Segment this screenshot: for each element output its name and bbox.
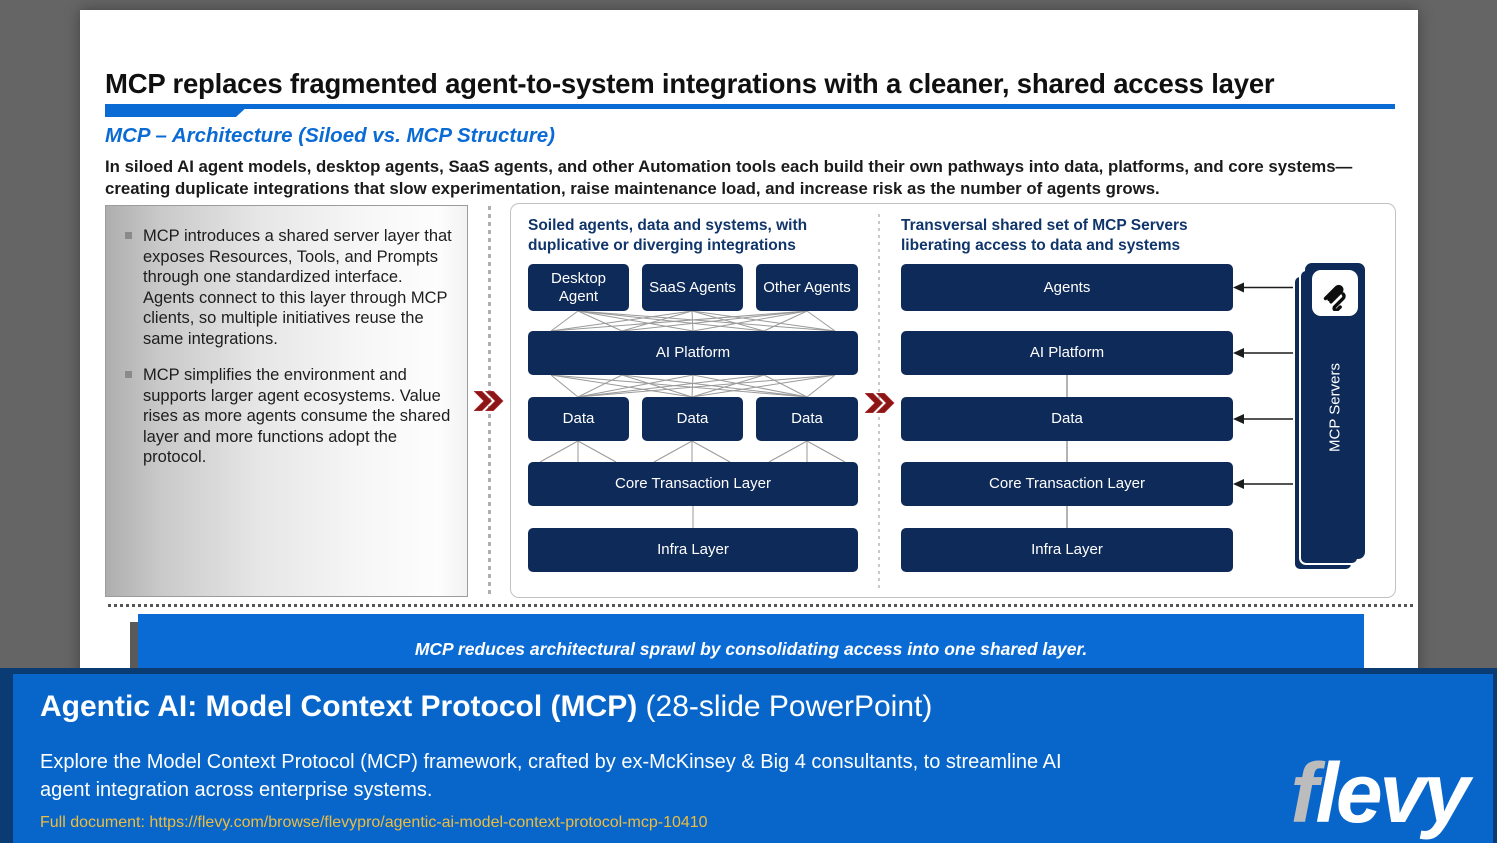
title-underline-thin: [105, 104, 1395, 109]
box-data-mcp: Data: [901, 397, 1233, 441]
box-ai-platform-mcp: AI Platform: [901, 331, 1233, 375]
box-infra-layer-mcp: Infra Layer: [901, 528, 1233, 572]
bullet-text: MCP introduces a shared server layer tha…: [143, 227, 452, 348]
bullet-square-icon: [125, 232, 132, 239]
box-infra-layer-siloed: Infra Layer: [528, 528, 858, 572]
full-document-link[interactable]: https://flevy.com/browse/flevypro/agenti…: [149, 814, 708, 831]
powerpoint-slide: MCP replaces fragmented agent-to-system …: [80, 10, 1418, 843]
box-data-1: Data: [528, 397, 629, 441]
flevy-logo[interactable]: flevy: [1291, 751, 1470, 835]
bullet-item: MCP simplifies the environment and suppo…: [116, 365, 455, 468]
title-underline-thick: [105, 104, 250, 117]
slide-title: MCP replaces fragmented agent-to-system …: [105, 68, 1275, 99]
takeaway-text: MCP reduces architectural sprawl by cons…: [414, 638, 1088, 659]
footer-banner: Agentic AI: Model Context Protocol (MCP)…: [0, 668, 1497, 843]
full-document-label: Full document:: [40, 814, 150, 831]
bullet-square-icon: [125, 371, 132, 378]
box-other-agents: Other Agents: [756, 264, 858, 311]
document-title-main: Agentic AI: Model Context Protocol (MCP): [40, 690, 638, 723]
mcp-logo-icon: [1323, 284, 1346, 311]
architecture-diagram-panel: Soiled agents, data and systems, with du…: [510, 203, 1396, 598]
dotted-horizontal-rule: [108, 604, 1414, 607]
flevy-logo-levy: levy: [1315, 746, 1470, 840]
box-desktop-agent: Desktop Agent: [528, 264, 629, 311]
slide-intro-paragraph: In siloed AI agent models, desktop agent…: [105, 157, 1353, 198]
full-document-line: Full document: https://flevy.com/browse/…: [40, 814, 708, 832]
mcp-servers-label: MCP Servers: [1326, 363, 1344, 452]
flevy-logo-f: f: [1290, 746, 1319, 840]
box-core-transaction-layer-mcp: Core Transaction Layer: [901, 462, 1233, 506]
box-agents: Agents: [901, 264, 1233, 311]
diagram-connectors: [539, 282, 1306, 528]
slide-subtitle: MCP – Architecture (Siloed vs. MCP Struc…: [105, 124, 555, 147]
document-title-suffix: (28-slide PowerPoint): [637, 690, 933, 723]
red-double-chevron-icon: [474, 391, 504, 411]
document-description: Explore the Model Context Protocol (MCP)…: [40, 751, 1062, 801]
box-core-transaction-layer-siloed: Core Transaction Layer: [528, 462, 858, 506]
box-ai-platform-siloed: AI Platform: [528, 331, 858, 375]
box-data-3: Data: [756, 397, 858, 441]
bullet-item: MCP introduces a shared server layer tha…: [116, 226, 455, 349]
box-saas-agents: SaaS Agents: [642, 264, 743, 311]
mcp-column-heading: Transversal shared set of MCP Servers li…: [901, 217, 1188, 254]
box-data-2: Data: [642, 397, 743, 441]
mcp-logo-tile: [1312, 270, 1358, 316]
footer-inner-panel: Agentic AI: Model Context Protocol (MCP)…: [13, 674, 1493, 843]
siloed-column-heading: Soiled agents, data and systems, with du…: [528, 217, 808, 254]
title-underline: [105, 104, 1395, 117]
bullet-panel: MCP introduces a shared server layer tha…: [105, 205, 468, 597]
red-double-chevron-icon: [865, 393, 895, 413]
bullet-text: MCP simplifies the environment and suppo…: [143, 366, 451, 466]
document-title: Agentic AI: Model Context Protocol (MCP)…: [40, 690, 932, 724]
